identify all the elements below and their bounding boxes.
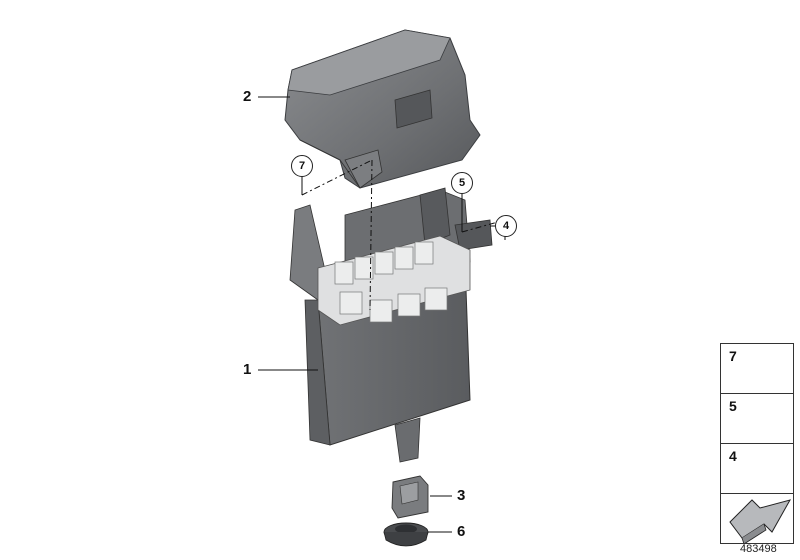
fuse-box-cover bbox=[284, 29, 481, 189]
callout-2: 2 bbox=[243, 88, 252, 105]
document-number: 483498 bbox=[740, 543, 777, 555]
callout-1: 1 bbox=[243, 361, 252, 378]
legend-num-5: 5 bbox=[729, 398, 737, 414]
legend-row-arrow bbox=[720, 493, 794, 544]
circled-ref-5: 5 bbox=[451, 172, 473, 194]
legend-num-7: 7 bbox=[729, 348, 737, 364]
grommet-part bbox=[383, 522, 429, 547]
fuse-relay-block bbox=[317, 235, 471, 326]
leader-lines bbox=[258, 96, 496, 533]
legend-row-7: 7 bbox=[720, 343, 794, 394]
legend-row-5: 5 bbox=[720, 393, 794, 444]
circled-ref-4: 4 bbox=[495, 215, 517, 237]
callout-3: 3 bbox=[457, 487, 466, 504]
legend-num-4: 4 bbox=[729, 448, 737, 464]
legend-row-4: 4 bbox=[720, 443, 794, 494]
legend-table: 7 5 4 bbox=[720, 343, 794, 544]
circled-ref-7: 7 bbox=[291, 155, 313, 177]
holder-part bbox=[391, 475, 429, 519]
callout-6: 6 bbox=[457, 523, 466, 540]
legend-arrow-icon bbox=[729, 499, 792, 545]
